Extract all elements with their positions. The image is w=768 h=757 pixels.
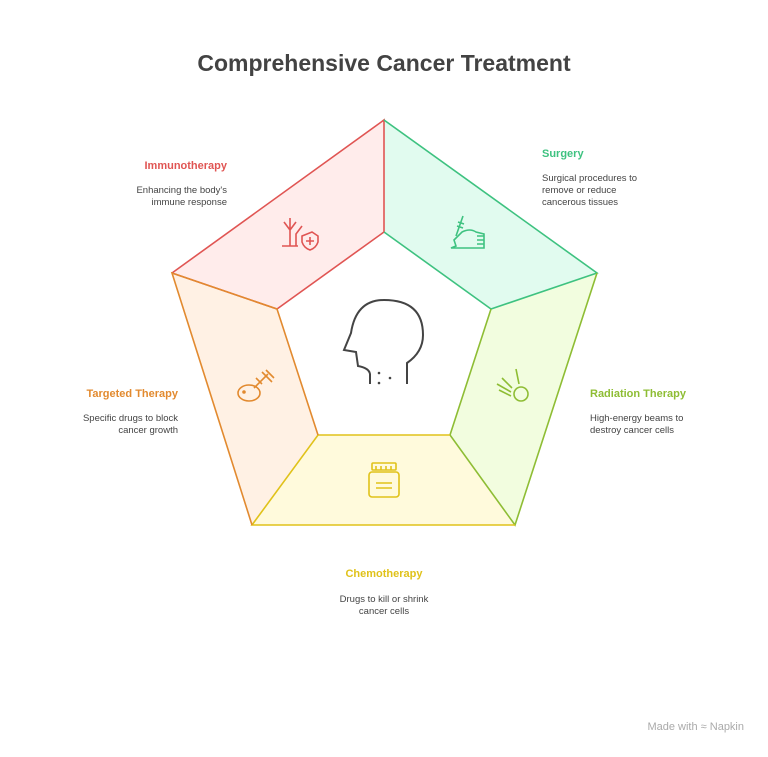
immune-shield-icon [282,218,319,251]
radiation-label: Radiation Therapy [590,388,686,400]
pill-bottle-icon [368,462,400,498]
segment-chemotherapy [252,435,515,525]
hand-scalpel-icon [450,215,485,249]
targeted-label: Targeted Therapy [86,388,179,400]
segment-immunotherapy [172,120,384,309]
segment-surgery [384,120,597,309]
surgery-label: Surgery [542,148,584,160]
chemotherapy-label: Chemotherapy [345,568,423,580]
segment-radiation [450,273,597,525]
diagram-title: Comprehensive Cancer Treatment [197,50,571,76]
immunotherapy-label: Immunotherapy [144,160,227,172]
segment-targeted [172,273,318,525]
syringe-cell-icon [237,369,275,402]
radiation-beam-icon [496,368,529,402]
napkin-watermark: Made with ≈ Napkin [647,721,744,733]
head-icon [342,298,425,385]
